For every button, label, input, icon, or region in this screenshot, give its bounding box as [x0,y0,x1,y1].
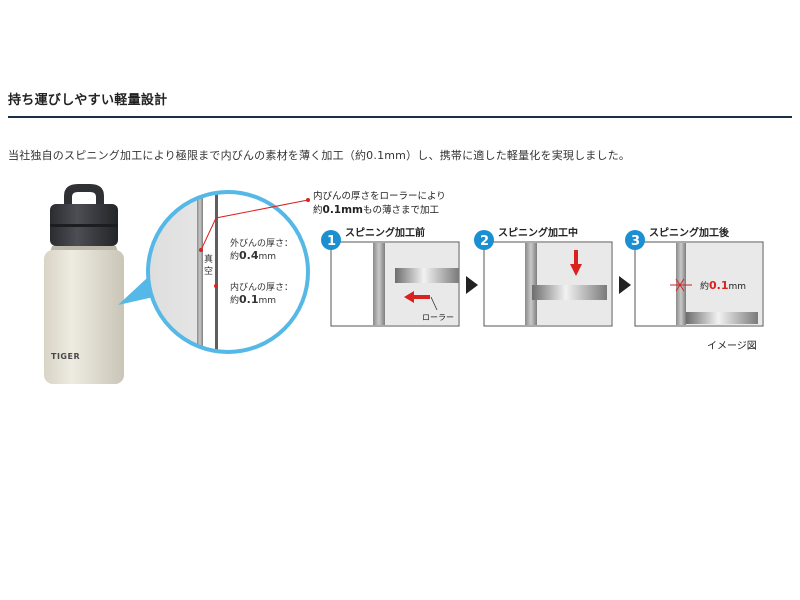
step-arrow-1 [466,276,478,294]
step-2-badge [474,230,494,250]
inner-thickness-value: 約0.1mm [230,293,276,306]
step-2-number: 2 [480,234,489,249]
bottle-logo: TIGER [51,352,80,361]
callout-line [200,199,309,251]
bottle-body [44,250,124,384]
step-1-badge [321,230,341,250]
step-3-title: スピニング加工後 [649,226,730,239]
step-1-arrow [404,291,430,303]
step-1-title: スピニング加工前 [345,226,425,239]
inner-wall [215,192,218,352]
step-1-panel: ローラー 1 スピニング加工前 [321,226,460,327]
step-3-number: 3 [631,234,640,249]
step-2-title: スピニング加工中 [498,226,578,239]
bottle-illustration: TIGER [44,184,124,384]
step-3-badge [625,230,645,250]
step-3-thickness: 約0.1mm [700,279,746,292]
step-1-number: 1 [327,234,336,249]
image-caption: イメージ図 [707,341,757,352]
callout-text-1: 内びんの厚さをローラーにより [313,190,446,202]
section-description: 当社独自のスピニング加工により極限まで内びんの素材を薄く加工（約0.1mm）し、… [8,149,631,162]
step-3-panel: 約0.1mm 3 スピニング加工後 [625,226,764,327]
step-2-arrow [570,250,582,276]
roller-label: ローラー [422,313,454,322]
vacuum-label-2: 空 [204,265,213,277]
step-2-panel: 2 スピニング加工中 [474,226,613,327]
inner-thickness-label: 内びんの厚さ： [230,281,293,293]
callout-text-2: 約0.1mmもの薄さまで加工 [313,204,440,216]
zoom-detail: 真 空 外びんの厚さ： 約0.4mm 内びんの厚さ： 約0.1mm [146,190,310,354]
bottle-cap-band [50,224,118,227]
outer-thickness-label: 外びんの厚さ： [230,237,293,249]
bottle-handle [64,184,104,207]
outer-wall [197,192,203,352]
vacuum-label-1: 真 [204,253,213,265]
section-heading: 持ち運びしやすい軽量設計 [8,93,168,108]
vacuum-gap [203,192,215,352]
outer-thickness-value: 約0.4mm [230,249,276,262]
heading-underline [8,116,792,118]
step-arrow-2 [619,276,631,294]
